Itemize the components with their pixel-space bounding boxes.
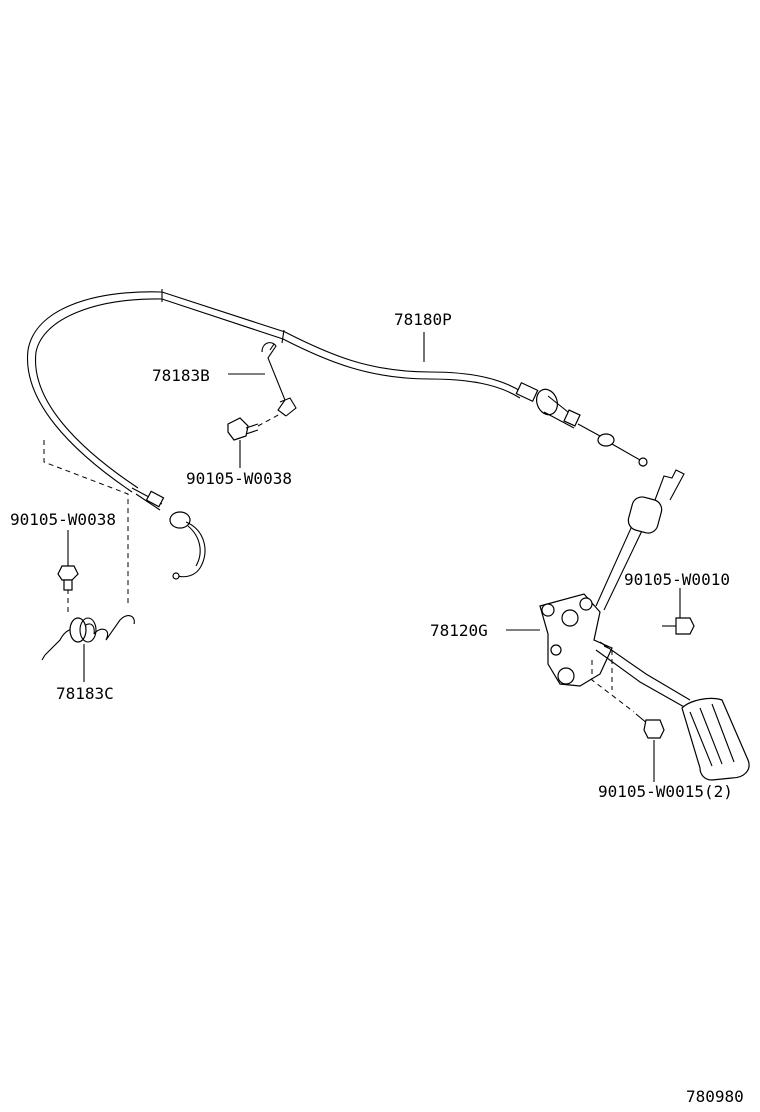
- accelerator-cable: [26, 289, 648, 580]
- bolt-pedal-upper-icon: [662, 617, 695, 635]
- accelerator-pedal-assembly: [539, 469, 750, 781]
- label-90105-W0015: 90105-W0015(2): [598, 782, 733, 801]
- label-90105-W0010: 90105-W0010: [624, 570, 730, 589]
- label-78180P: 78180P: [394, 310, 452, 329]
- label-78183C: 78183C: [56, 684, 114, 703]
- label-78120G: 78120G: [430, 621, 488, 640]
- label-90105-W0038-left: 90105-W0038: [10, 510, 116, 529]
- return-spring: [41, 615, 135, 661]
- bolt-upper-icon: [227, 417, 259, 441]
- diagram-id: 780980: [686, 1087, 744, 1106]
- leader-lines: [67, 332, 681, 782]
- bolt-left-icon: [57, 565, 79, 591]
- bolt-pedal-lower-icon: [635, 713, 665, 739]
- label-90105-W0038-upper: 90105-W0038: [186, 469, 292, 488]
- label-78183B: 78183B: [152, 366, 210, 385]
- cable-clamp-upper: [261, 342, 297, 417]
